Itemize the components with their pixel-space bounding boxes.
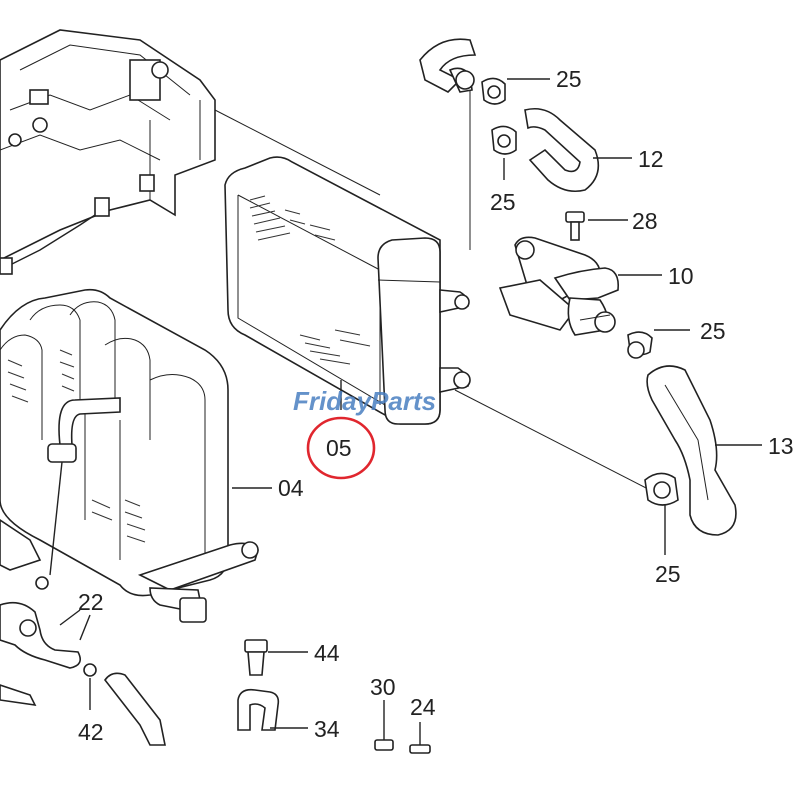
bolt-30-24 [374, 700, 431, 754]
callout-42: 42 [78, 719, 104, 745]
callout-25-top: 25 [556, 66, 582, 92]
valve-10 [498, 236, 662, 336]
callout-25-fourth: 25 [655, 561, 681, 587]
clamp-25b [491, 125, 517, 180]
evaporator-unit [0, 288, 259, 623]
hose-13 [646, 365, 762, 536]
leader-22 [79, 614, 91, 641]
svg-text:FridayParts: FridayParts [293, 386, 436, 416]
clip-34 [237, 688, 308, 731]
callout-25-third: 25 [700, 318, 726, 344]
brand-watermark: FridayParts [293, 386, 436, 416]
callout-28: 28 [632, 208, 658, 234]
callout-05: 05 [326, 435, 352, 461]
callout-10: 10 [668, 263, 694, 289]
callout-04: 04 [278, 475, 304, 501]
upper-hose [419, 38, 477, 93]
watermark-brand-part1: Friday [293, 386, 373, 416]
bolt-44 [244, 639, 308, 676]
watermark-brand-part2: Parts [371, 386, 436, 416]
heater-core [224, 156, 471, 425]
callout-44: 44 [314, 640, 340, 666]
clamp-25a [481, 77, 550, 105]
leader-lower-pipe [454, 389, 651, 491]
callout-24: 24 [410, 694, 436, 720]
hose-12 [524, 107, 632, 193]
leader-housing-to-core [214, 109, 381, 196]
clamp-25c [627, 329, 690, 359]
clamp-25d [644, 472, 679, 555]
callout-30: 30 [370, 674, 396, 700]
callout-25-second: 25 [490, 189, 516, 215]
callout-13: 13 [768, 433, 794, 459]
highlight-ring-05 [306, 416, 376, 480]
heater-housing-upper [0, 29, 216, 275]
valve-assembly [0, 601, 166, 746]
screw-28 [565, 211, 628, 241]
callout-22: 22 [78, 589, 104, 615]
callout-34: 34 [314, 716, 340, 742]
callout-12: 12 [638, 146, 664, 172]
